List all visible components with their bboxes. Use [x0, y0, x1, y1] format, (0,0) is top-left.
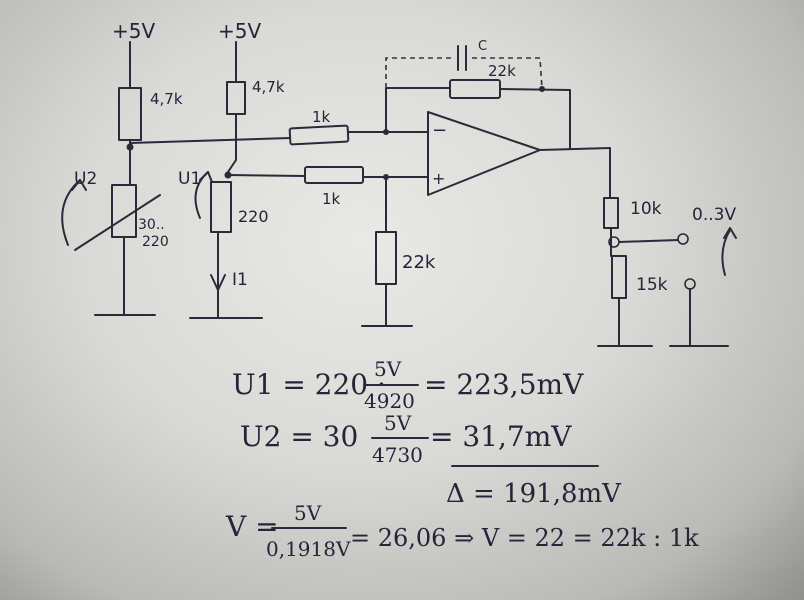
u1-rhs: = 223,5mV: [424, 368, 584, 401]
current-arrow: [210, 274, 226, 291]
v-lhs: V =: [225, 510, 279, 543]
i1-label: I1: [232, 270, 248, 290]
u2-denominator: 4730: [372, 443, 423, 467]
resistor-feedback: [449, 79, 501, 99]
sensor-resistor: [210, 181, 232, 233]
r-top-left-label: 4,7k: [150, 90, 183, 108]
cap-label: C: [478, 39, 487, 54]
delta-value: Δ = 191,8mV: [446, 479, 622, 509]
v-numerator: 5V: [294, 501, 322, 525]
r-div-bottom-label: 15k: [636, 275, 668, 295]
supply-left-label: +5V: [112, 19, 155, 43]
capacitor: [457, 45, 467, 71]
resistor-top-left: [118, 87, 142, 141]
resistor-top-mid: [226, 81, 246, 115]
opamp-plus: +: [432, 169, 445, 188]
equation-delta: Δ = 191,8mV: [446, 479, 622, 509]
cap-link-dashed: [385, 57, 455, 88]
opamp-triangle: [427, 111, 541, 196]
opamp-minus: −: [432, 120, 447, 141]
v-denominator: 0,1918V: [266, 537, 351, 561]
feedback-network: 22k C: [385, 39, 571, 149]
resistor-div-top: [603, 197, 619, 229]
wire: [499, 88, 571, 149]
wire: [618, 239, 679, 243]
u2-numerator: 5V: [384, 411, 412, 435]
pot-arrow: [74, 194, 161, 251]
middle-branch: +5V 4,7k 220 U1 I1: [178, 19, 285, 319]
resistor-input-top: [288, 124, 350, 146]
r-sensor-label: 220: [238, 207, 269, 226]
resistor-div-bottom: [611, 255, 627, 299]
u2-rhs: = 31,7mV: [430, 420, 572, 453]
pot-value-b: 220: [142, 234, 169, 250]
u1-lhs: U1 = 220 ·: [232, 368, 386, 401]
u2-label: U2: [74, 169, 97, 189]
v-rhs: = 26,06 ⇒ V = 22 = 22k : 1k: [350, 524, 699, 552]
cap-link-dashed: [472, 57, 543, 90]
u1-arrow-head: [199, 171, 213, 183]
u1-numerator: 5V: [374, 357, 402, 381]
wire: [227, 174, 306, 177]
wire: [539, 147, 611, 199]
resistor-ground: [375, 231, 397, 285]
u1-denominator: 4920: [364, 389, 415, 413]
input-network: 1k 1k 22k: [129, 108, 436, 327]
output-voltage-arrow: [721, 229, 731, 276]
r-in-top-label: 1k: [312, 108, 331, 126]
pot-value-a: 30..: [138, 217, 165, 233]
opamp: − +: [427, 111, 611, 199]
output-ground-terminal: [684, 278, 696, 290]
r-ground-label: 22k: [402, 252, 436, 273]
r-div-top-label: 10k: [630, 199, 662, 219]
output-range-label: 0..3V: [692, 205, 736, 225]
output-voltage-arrow-head: [723, 227, 737, 239]
u2-arrow-head: [71, 179, 87, 191]
r-in-bottom-label: 1k: [322, 190, 341, 208]
equation-u2: U2 = 30 5V 4730 = 31,7mV: [240, 411, 599, 467]
equation-u1: U1 = 220 · 5V 4920 = 223,5mV: [232, 357, 584, 413]
r-feedback-label: 22k: [488, 62, 516, 80]
wire: [129, 137, 291, 144]
node-left: [126, 143, 134, 151]
equation-gain: V = 5V 0,1918V = 26,06 ⇒ V = 22 = 22k : …: [225, 501, 699, 561]
output-divider: 10k 15k 0..3V: [597, 197, 737, 347]
u2-lhs: U2 = 30: [240, 420, 358, 453]
r-top-mid-label: 4,7k: [252, 78, 285, 96]
left-branch: +5V 4,7k U2 30.. 220: [61, 19, 183, 316]
output-terminal: [677, 233, 689, 245]
wire: [227, 113, 237, 173]
supply-mid-label: +5V: [218, 19, 261, 43]
u1-label: U1: [178, 169, 201, 189]
potentiometer: [111, 184, 137, 238]
resistor-input-bottom: [304, 166, 364, 184]
